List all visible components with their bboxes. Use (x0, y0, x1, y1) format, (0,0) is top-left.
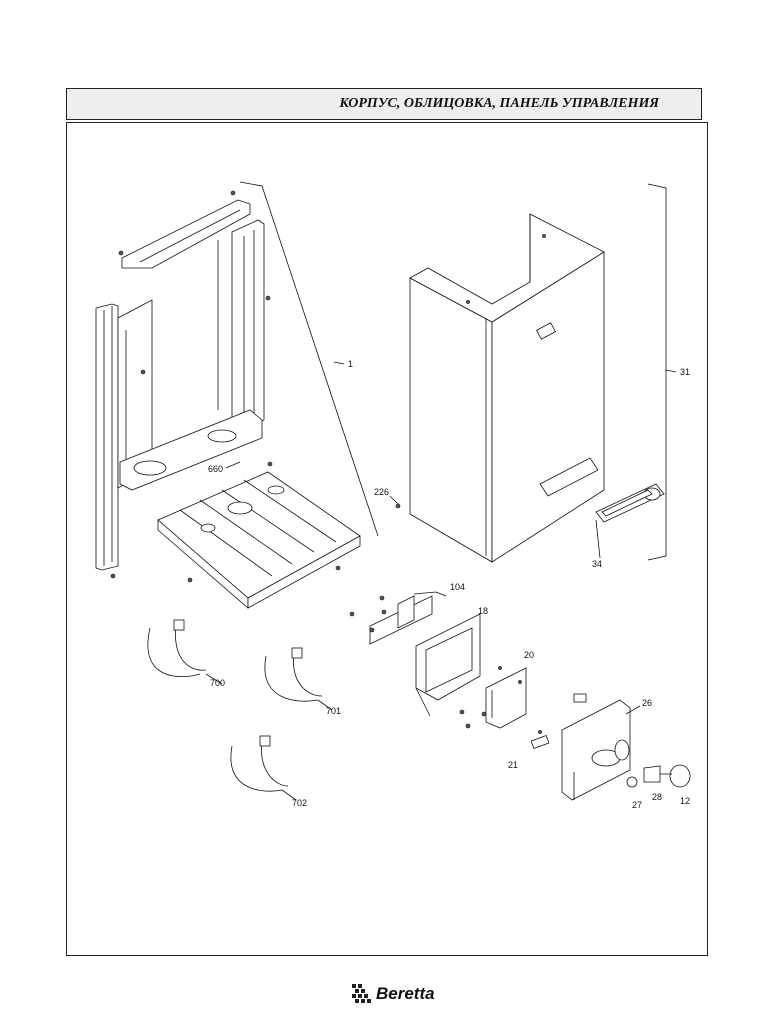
pcb-20 (485, 666, 527, 729)
title-bar: КОРПУС, ОБЛИЦОВКА, ПАНЕЛЬ УПРАВЛЕНИЯ (66, 88, 702, 120)
label-34: 34 (592, 559, 602, 569)
label-1: 1 (348, 359, 353, 369)
bracket-104 (349, 591, 447, 645)
label-104: 104 (450, 582, 465, 592)
label-18: 18 (478, 606, 488, 616)
label-28: 28 (652, 792, 662, 802)
label-12: 12 (680, 796, 690, 806)
label-702: 702 (292, 798, 307, 808)
knob-parts (626, 764, 691, 788)
casing (409, 213, 605, 563)
label-21: 21 (508, 760, 518, 770)
cable-702 (230, 735, 297, 801)
cable-701 (264, 647, 333, 711)
switch-21 (530, 730, 550, 750)
panel-frame-18 (415, 613, 487, 729)
label-27: 27 (632, 800, 642, 810)
cable-700 (147, 619, 223, 685)
chassis-frame (95, 181, 379, 609)
label-31: 31 (680, 367, 690, 377)
label-26: 26 (642, 698, 652, 708)
control-panel-26 (561, 693, 631, 801)
page-title: КОРПУС, ОБЛИЦОВКА, ПАНЕЛЬ УПРАВЛЕНИЯ (339, 96, 659, 111)
screw-226 (395, 503, 401, 509)
beretta-flame-icon (352, 984, 371, 1003)
label-20: 20 (524, 650, 534, 660)
drawing-frame (66, 122, 708, 956)
label-700: 700 (210, 678, 225, 688)
label-660: 660 (208, 464, 223, 474)
label-226: 226 (374, 487, 389, 497)
brand-name: Beretta (376, 984, 435, 1003)
cover-plate-34 (595, 483, 665, 559)
label-701: 701 (326, 706, 341, 716)
brand-logo: Beretta (352, 982, 452, 1004)
